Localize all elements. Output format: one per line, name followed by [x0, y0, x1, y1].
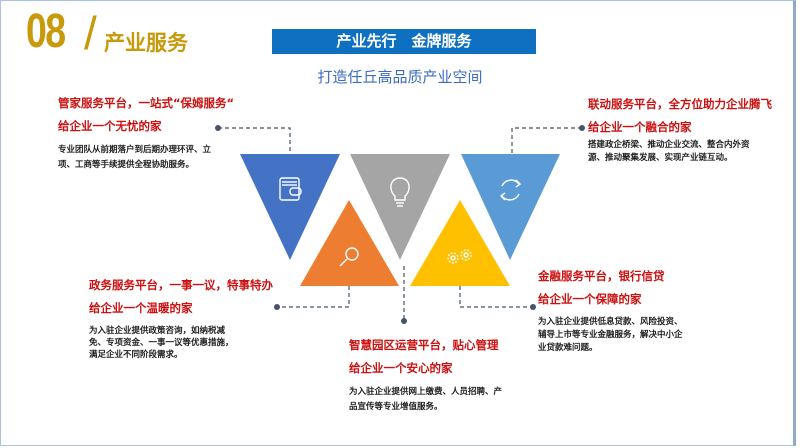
section-title: 产业服务 [104, 31, 188, 55]
subtitle: 打造任丘高品质产业空间 [317, 68, 483, 86]
triangle-lightblue [461, 154, 560, 260]
lightbulb-icon [390, 177, 410, 207]
connector-dot [215, 125, 221, 131]
triangle-yellow [410, 200, 510, 286]
connector-5 [459, 286, 533, 308]
section-slash: / [84, 7, 97, 59]
block-title: 政务服务平台，一事一议，特事特办 [89, 278, 273, 292]
block-title: 联动服务平台，全方位助力企业腾飞 [588, 97, 772, 111]
service-block-government: 政务服务平台，一事一议，特事特办 给企业一个温暖的家 为入驻企业提供政策咨询，如… [89, 274, 273, 361]
section-number: 08 [26, 5, 66, 58]
connector-3 [277, 286, 350, 308]
connector-2 [511, 127, 582, 154]
block-title: 智慧园区运营平台，贴心管理 [349, 338, 499, 352]
block-subtitle: 给企业一个温暖的家 [89, 301, 193, 315]
magnifier-icon [339, 247, 359, 267]
block-desc: 专业团队从前期落户到后期办理环评、立项、工商等手续提供全程协助服务。 [58, 145, 212, 170]
service-block-smart-park: 智慧园区运营平台，贴心管理 给企业一个安心的家 为入驻企业提供网上缴费、人员招聘… [349, 334, 505, 415]
connector-dot [401, 318, 407, 324]
block-subtitle: 给企业一个无忧的家 [58, 119, 162, 133]
triangle-gray [350, 154, 450, 260]
refresh-icon [499, 179, 522, 201]
connector-dot [274, 304, 280, 310]
connector-1 [218, 127, 291, 154]
block-subtitle: 给企业一个安心的家 [349, 361, 453, 375]
block-subtitle: 给企业一个融合的家 [588, 120, 692, 134]
connector-dot [579, 125, 585, 131]
block-desc: 为入驻企业提供低息贷款、风险投资、辅导上市等专业金融服务，解决中小企业贷款难问题… [538, 317, 683, 353]
service-block-linkage: 联动服务平台，全方位助力企业腾飞 给企业一个融合的家 搭建政企桥梁、推动企业交流… [588, 93, 772, 165]
gears-icon [447, 249, 472, 264]
wallet-icon [279, 177, 302, 201]
block-title: 金融服务平台，银行信贷 [538, 269, 665, 283]
banner: 产业先行 金牌服务 [272, 29, 536, 54]
block-desc: 为入驻企业提供网上缴费、人员招聘、产品宣传等专业增值服务。 [349, 387, 503, 412]
connector-dot [530, 304, 536, 310]
triangle-orange [300, 200, 399, 286]
block-desc: 搭建政企桥梁、推动企业交流、整合内外资源、推动聚集发展、实现产业链互动。 [588, 140, 750, 163]
block-desc: 为入驻企业提供政策咨询，如纳税减免、专项资金、一事一议等优惠措施，满足企业不同阶… [89, 326, 234, 360]
service-block-finance: 金融服务平台，银行信贷 给企业一个保障的家 为入驻企业提供低息贷款、风险投资、辅… [538, 265, 688, 355]
block-subtitle: 给企业一个保障的家 [538, 292, 642, 306]
service-block-butler: 管家服务平台，一站式“保姆服务“ 给企业一个无忧的家 专业团队从前期落户到后期办… [58, 92, 234, 173]
block-title: 管家服务平台，一站式“保姆服务“ [58, 96, 235, 110]
triangle-blue [240, 154, 340, 260]
